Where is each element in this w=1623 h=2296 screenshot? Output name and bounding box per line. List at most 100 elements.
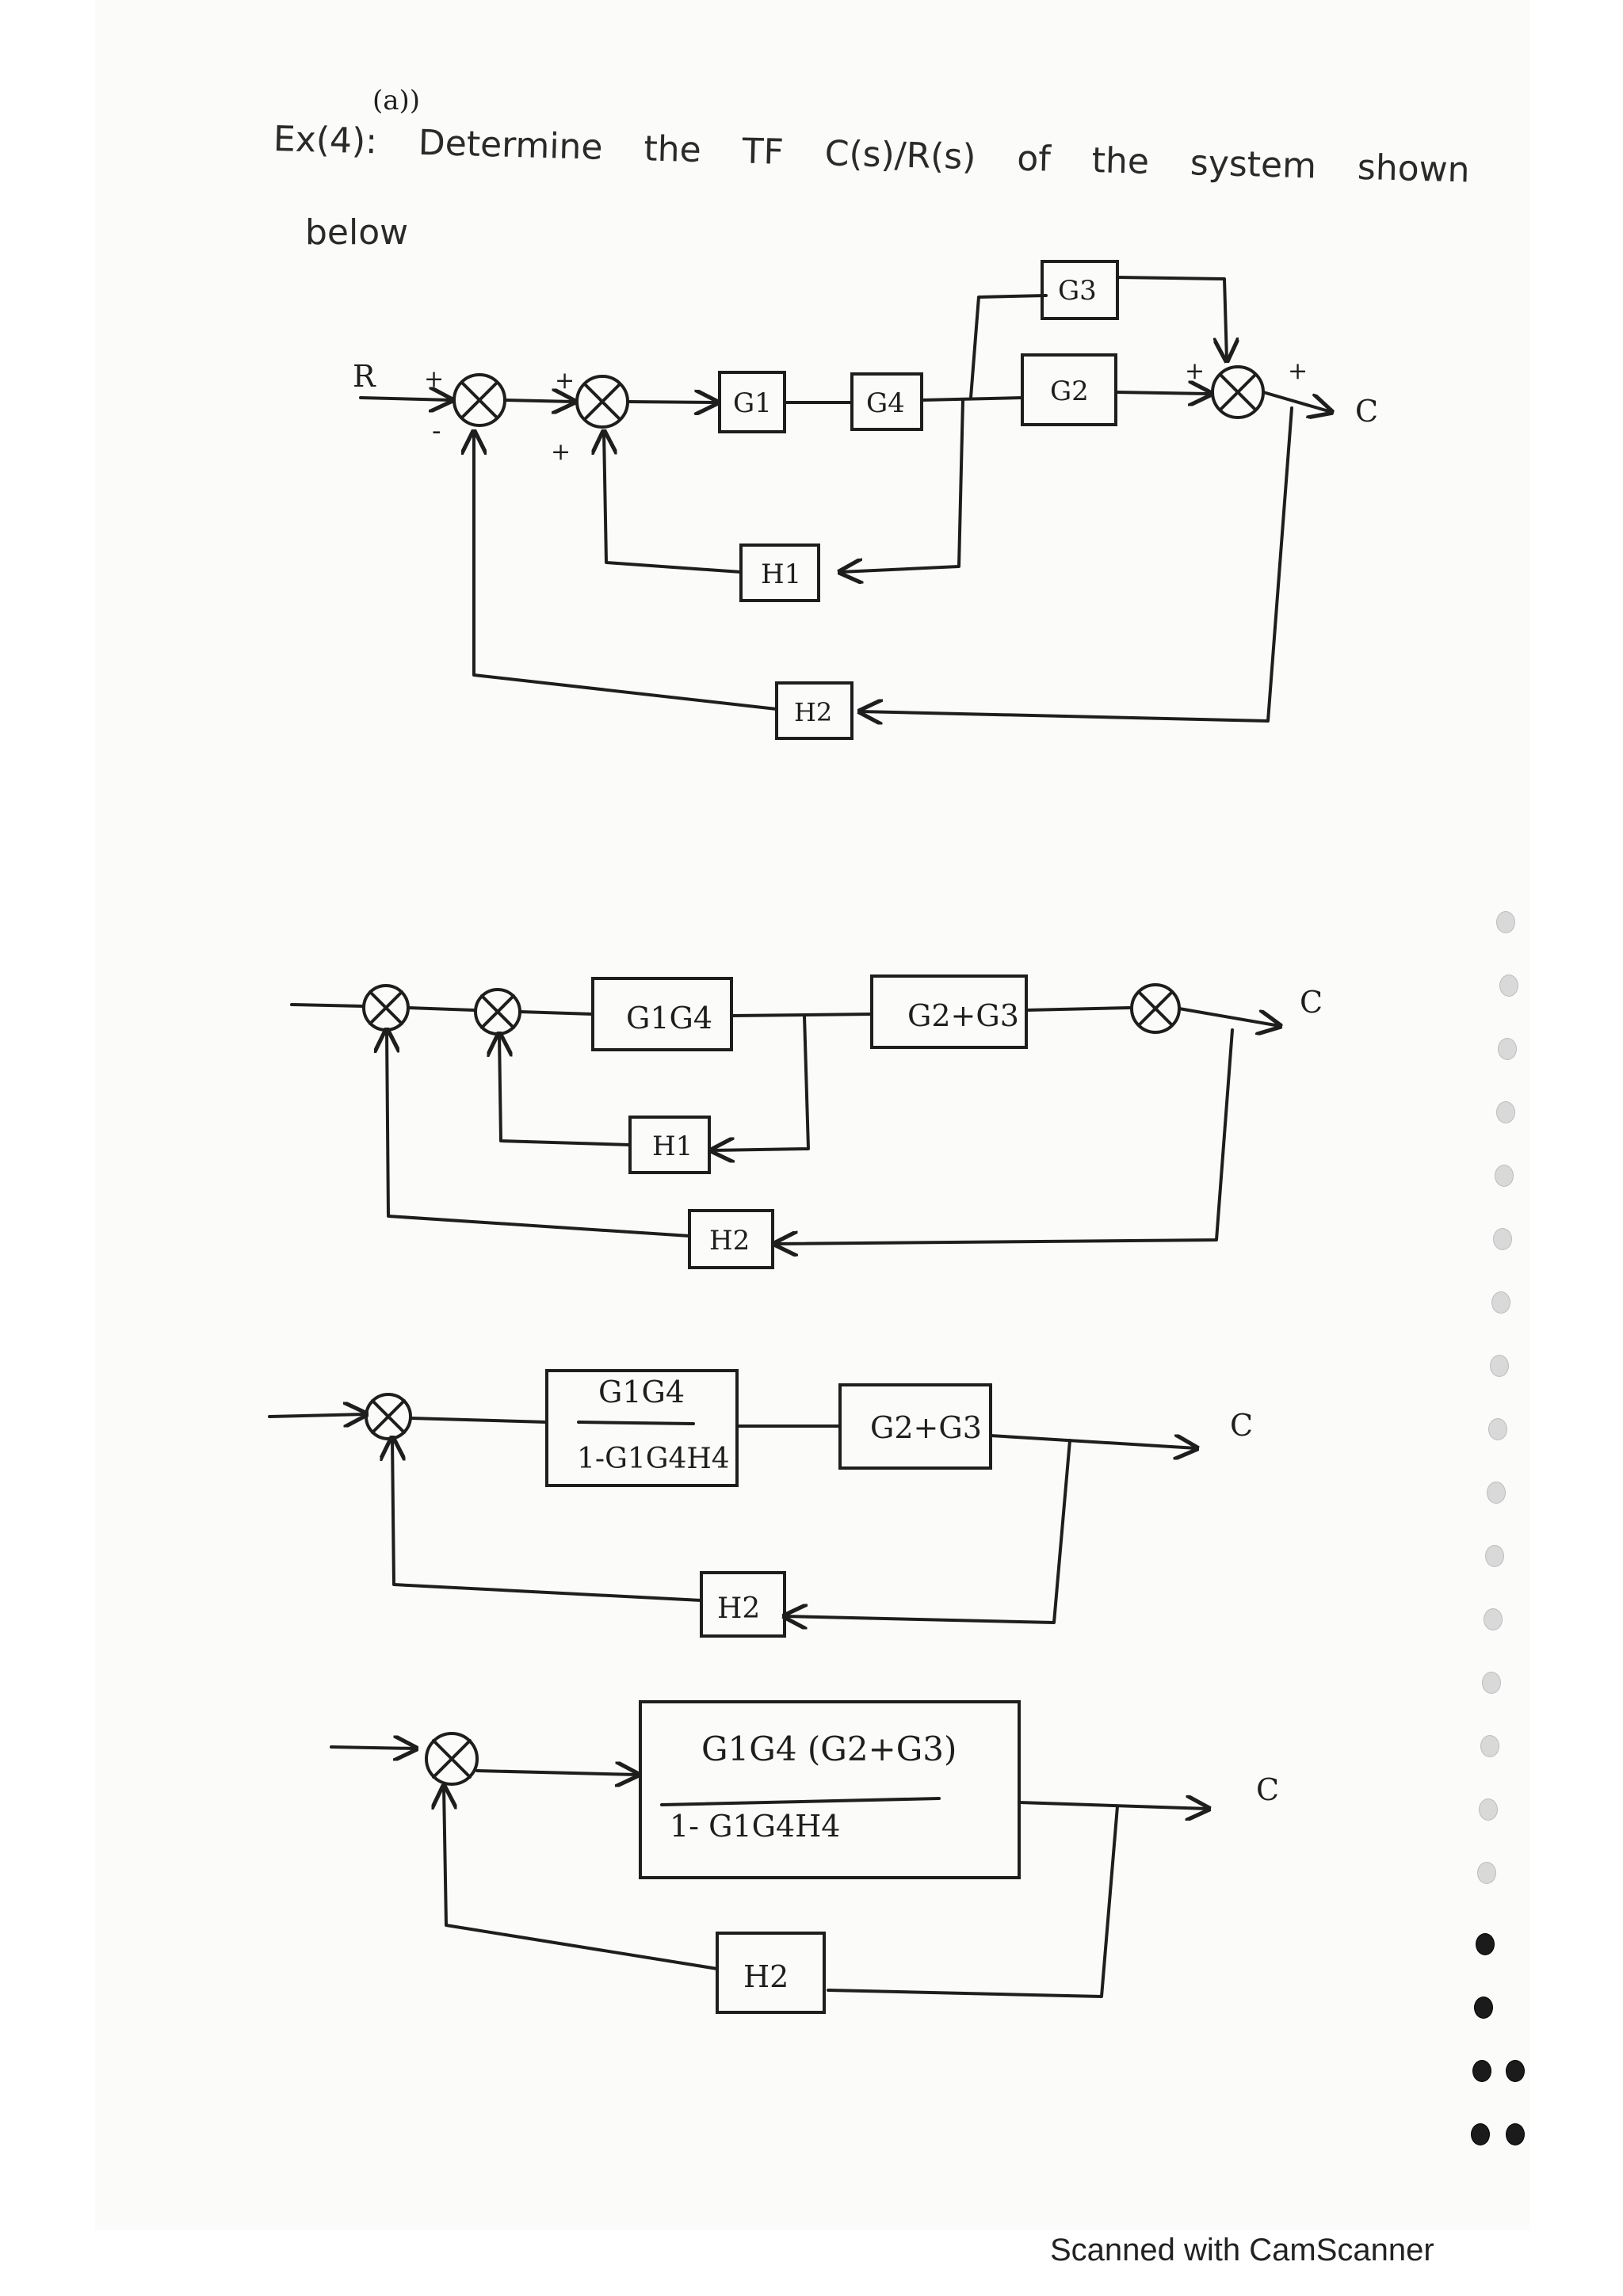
block-parallel <box>838 1383 992 1470</box>
feedback-wire-h2 <box>775 1028 1234 1244</box>
summing-cross-icon <box>1137 990 1174 1027</box>
block-label: G1G4 <box>626 1001 712 1035</box>
binding-hole <box>1472 2060 1491 2082</box>
sign-label: + <box>551 438 571 466</box>
diagram-step-2: G1G4 G2+G3 C H1 H2 <box>290 974 1323 1269</box>
sign-label: + <box>555 367 575 395</box>
binding-hole <box>1482 1672 1501 1694</box>
output-label-c: C <box>1256 1772 1279 1807</box>
feedback-wire-h1-return <box>499 1034 632 1146</box>
block-label: H2 <box>743 1959 789 1994</box>
block-h2 <box>688 1209 774 1269</box>
summing-cross-icon <box>480 994 515 1029</box>
binding-hole <box>1476 1933 1495 1955</box>
summing-cross-icon <box>1219 373 1257 411</box>
summing-cross-icon <box>369 990 403 1025</box>
input-wire <box>268 1414 366 1417</box>
sign-label: + <box>1185 357 1205 385</box>
feedback-wire-h2-return <box>392 1438 703 1602</box>
wire <box>409 1417 548 1424</box>
binding-hole <box>1479 1798 1498 1821</box>
wire <box>920 396 1024 402</box>
input-label-r: R <box>353 359 376 394</box>
binding-hole <box>1471 2123 1490 2145</box>
binding-hole <box>1499 974 1518 997</box>
wire <box>518 1010 594 1016</box>
feedback-wire-h2-return <box>474 432 778 711</box>
diagram-step-3: G1G4 1-G1G4H4 G2+G3 C H2 <box>268 1369 1253 1638</box>
output-label-c: C <box>1230 1408 1253 1443</box>
sign-label: + <box>1288 357 1308 385</box>
wire <box>503 400 575 402</box>
binding-hole <box>1496 911 1515 933</box>
feedback-wire-h1 <box>840 399 964 572</box>
block-label: G2 <box>1050 376 1089 407</box>
binding-hole <box>1480 1735 1499 1757</box>
spiral-binding <box>1450 911 1529 2230</box>
block-numerator: G1G4 <box>598 1375 685 1409</box>
block-label: H1 <box>761 559 801 590</box>
paper-sheet <box>95 0 1529 2230</box>
output-label-c: C <box>1300 985 1323 1020</box>
diagram-step-4: G1G4 (G2+G3) 1- G1G4H4 C H2 <box>330 1700 1279 2014</box>
binding-hole <box>1498 1038 1517 1060</box>
summing-cross-icon <box>583 383 621 421</box>
wire <box>1116 276 1227 360</box>
block-numerator: G1G4 (G2+G3) <box>701 1730 957 1768</box>
output-wire <box>1178 1007 1280 1026</box>
output-wire <box>989 1434 1197 1448</box>
block-denominator: 1- G1G4H4 <box>670 1809 840 1844</box>
feedback-wire-h2-return <box>387 1030 691 1238</box>
block-g2 <box>1021 353 1117 426</box>
binding-hole <box>1506 2060 1525 2082</box>
wire <box>1025 1006 1131 1012</box>
block-label: H2 <box>794 697 832 727</box>
input-wire <box>290 1003 365 1008</box>
binding-hole <box>1484 1608 1503 1630</box>
branch-wire <box>969 294 1048 399</box>
block-label: G3 <box>1058 275 1097 307</box>
binding-hole <box>1487 1482 1506 1504</box>
feedback-wire-h2-return <box>444 1787 719 1970</box>
binding-hole <box>1496 1101 1515 1123</box>
binding-hole <box>1495 1165 1514 1187</box>
summing-cross-icon <box>432 1739 472 1779</box>
block-label: G4 <box>866 387 905 419</box>
block-label: G2+G3 <box>907 998 1019 1033</box>
sign-label: - <box>432 415 441 447</box>
block-h2 <box>775 681 854 740</box>
output-wire <box>1262 391 1331 412</box>
block-closed-inner-loop <box>545 1369 739 1487</box>
binding-hole <box>1491 1291 1510 1314</box>
fraction-bar <box>577 1421 695 1425</box>
binding-hole <box>1490 1355 1509 1377</box>
binding-hole <box>1474 1997 1493 2019</box>
block-h2 <box>716 1932 826 2014</box>
summing-cross-icon <box>460 381 498 419</box>
wire <box>475 1771 638 1775</box>
output-label-c: C <box>1355 394 1378 429</box>
feedback-wire-h2 <box>827 1805 1119 1998</box>
block-label: H2 <box>709 1225 750 1257</box>
diagram-original: R + - + + G1 G4 G3 G2 + + C H1 <box>353 260 1378 740</box>
block-label: G1 <box>733 387 772 419</box>
block-g3 <box>1041 260 1119 320</box>
block-closed-forward <box>639 1700 1021 1879</box>
binding-hole <box>1485 1545 1504 1567</box>
feedback-wire-h2 <box>860 406 1293 721</box>
wire <box>730 1013 873 1017</box>
binding-hole <box>1506 2123 1525 2145</box>
binding-hole <box>1488 1418 1507 1440</box>
sign-label: + <box>424 365 444 393</box>
note-text: (a)) <box>372 85 420 116</box>
block-label: H2 <box>717 1592 760 1625</box>
wire <box>407 1006 475 1012</box>
feedback-wire-h1-return <box>604 432 743 574</box>
block-label: G2+G3 <box>870 1410 982 1445</box>
wire <box>1114 392 1211 394</box>
scanner-watermark: Scanned with CamScanner <box>1050 2233 1434 2267</box>
block-h2 <box>700 1571 786 1638</box>
input-wire <box>330 1747 416 1749</box>
block-denominator: 1-G1G4H4 <box>577 1443 730 1475</box>
